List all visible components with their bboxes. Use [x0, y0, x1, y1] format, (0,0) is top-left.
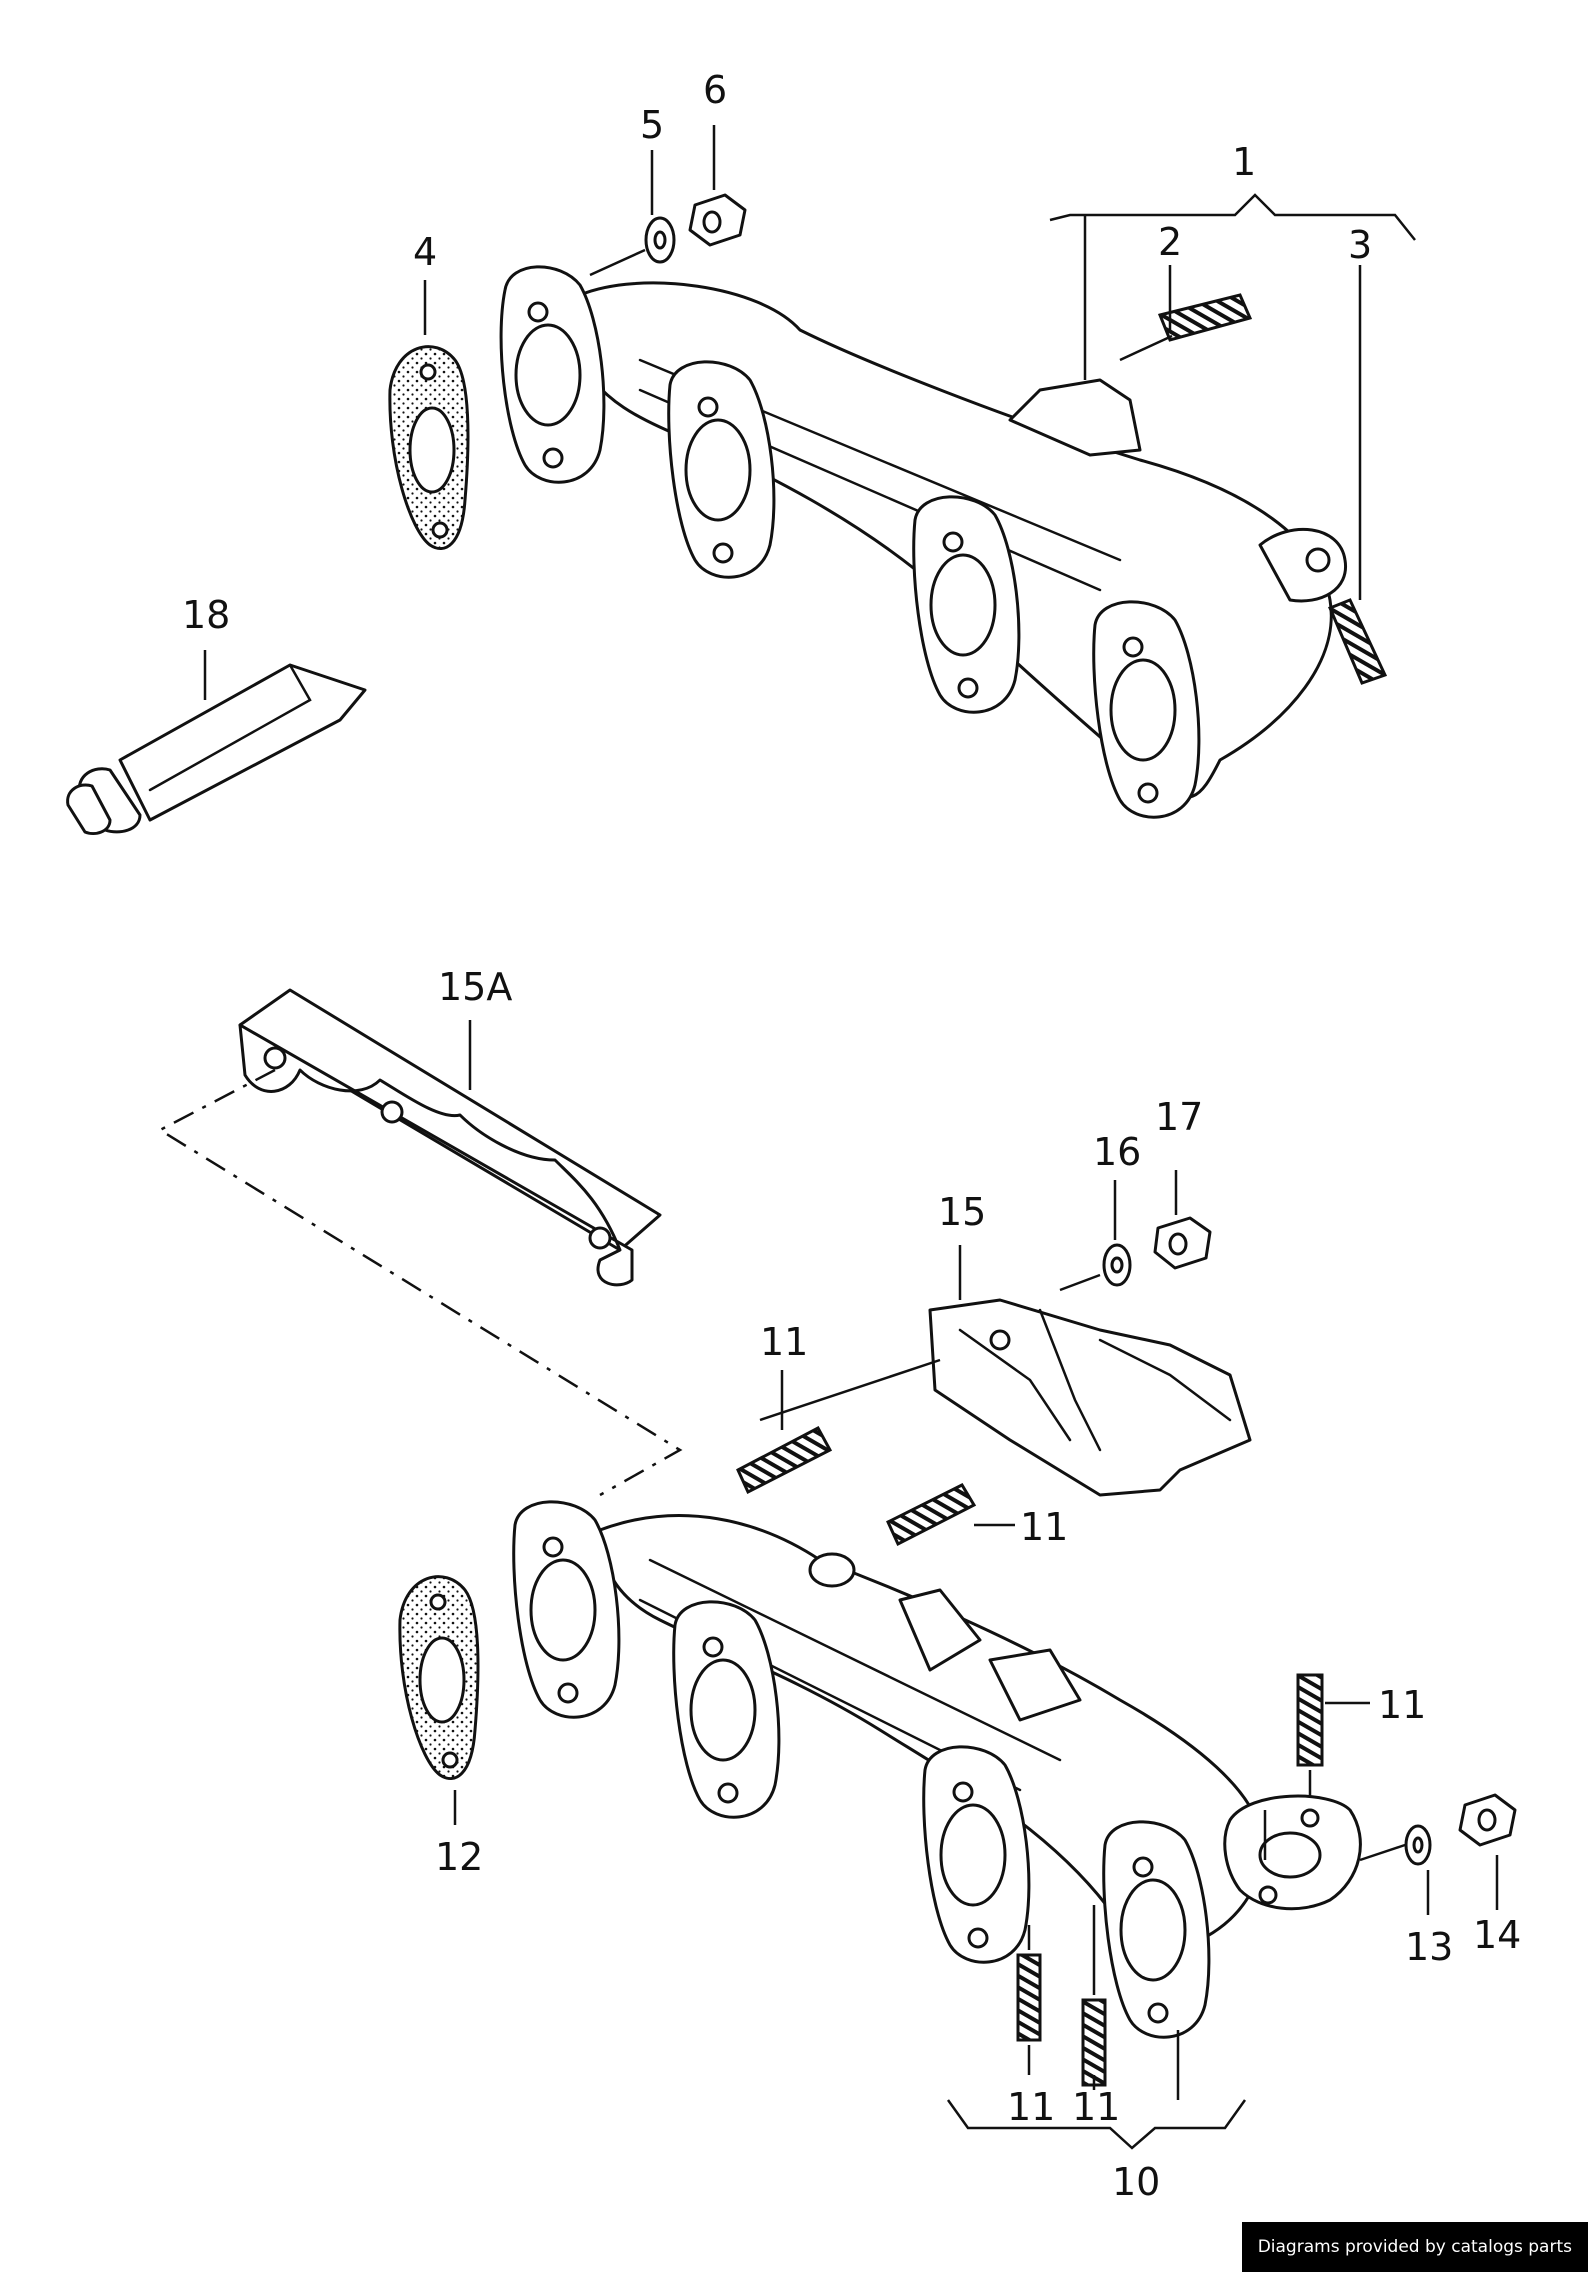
callout-14: 14: [1473, 1913, 1521, 1957]
stud-item-11-right: [1296, 1673, 1324, 1767]
callout-15a: 15A: [438, 965, 512, 1009]
callout-17: 17: [1155, 1095, 1203, 1139]
upper-exhaust-manifold: [499, 265, 1347, 819]
callout-11-middle: 11: [1020, 1505, 1068, 1549]
upper-flange-2: [667, 360, 776, 579]
nut-item-6: [688, 193, 747, 247]
heat-shield-item-15: [928, 1298, 1252, 1497]
upper-flange-3: [912, 495, 1021, 714]
diagram-credit: Diagrams provided by catalogs parts: [1241, 2222, 1588, 2272]
stud-item-11-upper: [736, 1425, 833, 1495]
washer-item-16: [1102, 1243, 1132, 1287]
callout-11-upper: 11: [760, 1320, 808, 1364]
callout-5: 5: [640, 103, 664, 147]
sealant-tube-item-18: [66, 663, 367, 835]
stud-item-3: [1328, 598, 1388, 685]
callout-2: 2: [1158, 220, 1182, 264]
lower-flange-2: [672, 1600, 781, 1819]
lower-flange-3: [922, 1745, 1031, 1964]
callout-3: 3: [1348, 223, 1372, 267]
callout-6: 6: [703, 68, 727, 112]
stud-item-11-bottom-right: [1081, 1998, 1107, 2087]
callout-11-bottom-right: 11: [1072, 2085, 1120, 2129]
upper-flange-4: [1092, 600, 1201, 819]
lower-flange-1: [512, 1500, 621, 1719]
upper-flange-1: [499, 265, 606, 484]
nut-item-17: [1153, 1216, 1212, 1270]
heat-shield-strip-item-15a: [238, 988, 662, 1287]
washer-item-5: [644, 216, 676, 264]
washer-item-13: [1404, 1824, 1432, 1866]
upper-manifold-mounting-ear: [1258, 527, 1347, 603]
callout-18: 18: [182, 593, 230, 637]
callout-16: 16: [1093, 1130, 1141, 1174]
callout-11-bottom-left: 11: [1007, 2085, 1055, 2129]
callout-labels: 1 2 3 4 5 6 18 15A 15 16 17 11 11 11 12 …: [182, 68, 1521, 2204]
callout-11-right: 11: [1378, 1683, 1426, 1727]
stud-item-11-bottom-left: [1016, 1953, 1042, 2042]
callout-13: 13: [1405, 1925, 1453, 1969]
callout-12: 12: [435, 1835, 483, 1879]
callout-leaders: [203, 125, 1499, 2150]
callout-10: 10: [1112, 2160, 1160, 2204]
stud-item-11-middle: [886, 1483, 977, 1547]
upper-manifold-outlet-boss: [1008, 378, 1142, 457]
callout-1: 1: [1232, 140, 1256, 184]
callout-15: 15: [938, 1190, 986, 1234]
stud-item-2: [1157, 293, 1253, 342]
lower-flange-4: [1102, 1820, 1211, 2039]
assembly-centerline: [157, 1068, 683, 1497]
lower-exhaust-manifold: [512, 1500, 1406, 2039]
nut-item-14: [1458, 1793, 1517, 1847]
callout-4: 4: [413, 230, 437, 274]
